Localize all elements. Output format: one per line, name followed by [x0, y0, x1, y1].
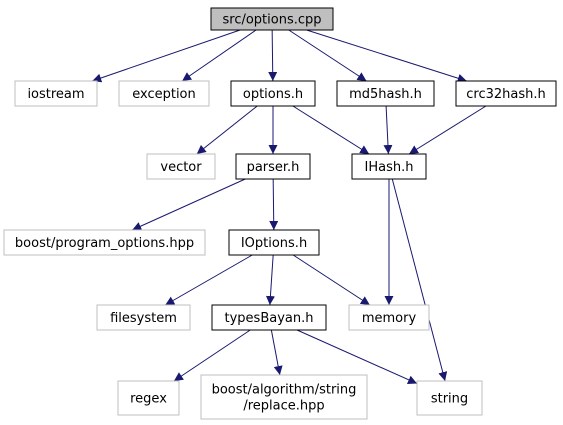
dependency-edges — [92, 29, 487, 384]
edge-typesbayan_h-to-regex — [173, 329, 251, 382]
node-ioptions_h[interactable]: IOptions.h — [228, 229, 320, 256]
edge-options_cpp-to-options_h — [268, 29, 278, 82]
node-box-exception — [118, 80, 210, 107]
edge-ioptions_h-to-typesbayan_h — [265, 254, 275, 306]
node-label-exception: exception — [132, 87, 196, 102]
edge-options_cpp-to-md5hash_h — [288, 29, 367, 82]
node-box-typesbayan_h — [211, 304, 327, 331]
node-box-boost_po — [3, 229, 206, 256]
node-md5hash_h[interactable]: md5hash.h — [336, 80, 435, 107]
node-box-crc32hash_h — [455, 80, 557, 107]
edge-options_cpp-to-exception — [181, 29, 257, 82]
node-box-memory — [348, 304, 430, 331]
node-label-filesystem: filesystem — [110, 311, 177, 326]
node-label-regex: regex — [130, 392, 167, 407]
node-label-options_h: options.h — [243, 87, 303, 102]
edge-ioptions_h-to-filesystem — [165, 254, 253, 306]
node-box-filesystem — [96, 304, 191, 331]
node-iostream: iostream — [14, 80, 98, 107]
node-box-boost_replace — [200, 374, 368, 420]
node-label-boost_replace-line1: boost/algorithm/string — [212, 383, 357, 398]
edge-options_cpp-to-iostream — [92, 29, 241, 83]
node-box-string — [416, 380, 483, 416]
node-box-md5hash_h — [336, 80, 435, 107]
edge-typesbayan_h-to-boost_replace — [270, 329, 283, 376]
node-crc32hash_h[interactable]: crc32hash.h — [455, 80, 557, 107]
node-options_h[interactable]: options.h — [230, 80, 316, 107]
node-boost_replace: boost/algorithm/string/replace.hpp — [200, 374, 368, 420]
node-parser_h[interactable]: parser.h — [235, 153, 311, 180]
node-options_cpp[interactable]: src/options.cpp — [210, 7, 334, 31]
node-box-ihash_h — [351, 153, 427, 180]
node-label-typesbayan_h: typesBayan.h — [225, 311, 314, 326]
node-label-memory: memory — [362, 311, 417, 326]
node-boost_po: boost/program_options.hpp — [3, 229, 206, 256]
node-filesystem: filesystem — [96, 304, 191, 331]
node-label-boost_po: boost/program_options.hpp — [15, 236, 194, 251]
node-label-crc32hash_h: crc32hash.h — [466, 87, 546, 102]
node-label-ioptions_h: IOptions.h — [241, 236, 307, 251]
node-exception: exception — [118, 80, 210, 107]
node-regex: regex — [117, 380, 180, 416]
node-memory: memory — [348, 304, 430, 331]
edge-options_h-to-ihash_h — [292, 105, 370, 155]
edge-ihash_h-to-string — [391, 178, 448, 382]
edge-md5hash_h-to-ihash_h — [383, 105, 393, 155]
edge-typesbayan_h-to-string — [296, 329, 418, 384]
node-label-options_cpp: src/options.cpp — [222, 13, 321, 28]
node-label-vector: vector — [160, 160, 202, 175]
node-box-iostream — [14, 80, 98, 107]
edge-crc32hash_h-to-ihash_h — [408, 105, 487, 155]
node-typesbayan_h[interactable]: typesBayan.h — [211, 304, 327, 331]
node-box-options_cpp — [210, 7, 334, 31]
node-label-boost_replace-line2: /replace.hpp — [243, 399, 324, 414]
edge-options_cpp-to-crc32hash_h — [306, 29, 467, 83]
node-label-iostream: iostream — [27, 87, 84, 102]
node-box-regex — [117, 380, 180, 416]
node-box-options_h — [230, 80, 316, 107]
node-label-parser_h: parser.h — [247, 160, 300, 175]
node-box-vector — [146, 153, 216, 180]
node-label-ihash_h: IHash.h — [365, 160, 414, 175]
file-nodes: src/options.cpp iostream exception options.… — [3, 7, 557, 420]
node-string: string — [416, 380, 483, 416]
edge-parser_h-to-ioptions_h — [269, 178, 279, 231]
node-box-parser_h — [235, 153, 311, 180]
node-label-md5hash_h: md5hash.h — [349, 87, 422, 102]
node-vector: vector — [146, 153, 216, 180]
node-ihash_h[interactable]: IHash.h — [351, 153, 427, 180]
edge-options_h-to-vector — [196, 105, 258, 155]
node-label-string: string — [431, 392, 468, 407]
edge-parser_h-to-boost_po — [132, 178, 246, 231]
edge-ioptions_h-to-memory — [292, 254, 371, 306]
node-box-ioptions_h — [228, 229, 320, 256]
